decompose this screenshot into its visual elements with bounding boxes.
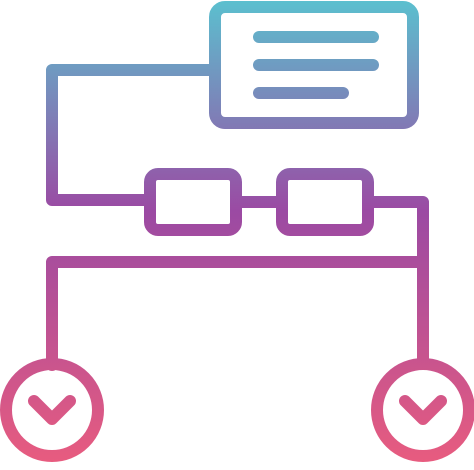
right-decision-circle <box>371 358 474 462</box>
connector-process-to-branch <box>362 196 429 368</box>
branch-horizontal-line <box>46 256 429 371</box>
process-box-left <box>144 168 242 236</box>
left-chevron-down-icon <box>28 395 76 425</box>
connector-document-to-process <box>46 64 221 206</box>
process-box-right <box>276 168 374 236</box>
left-decision-circle <box>0 358 104 462</box>
right-chevron-down-icon <box>399 395 447 425</box>
